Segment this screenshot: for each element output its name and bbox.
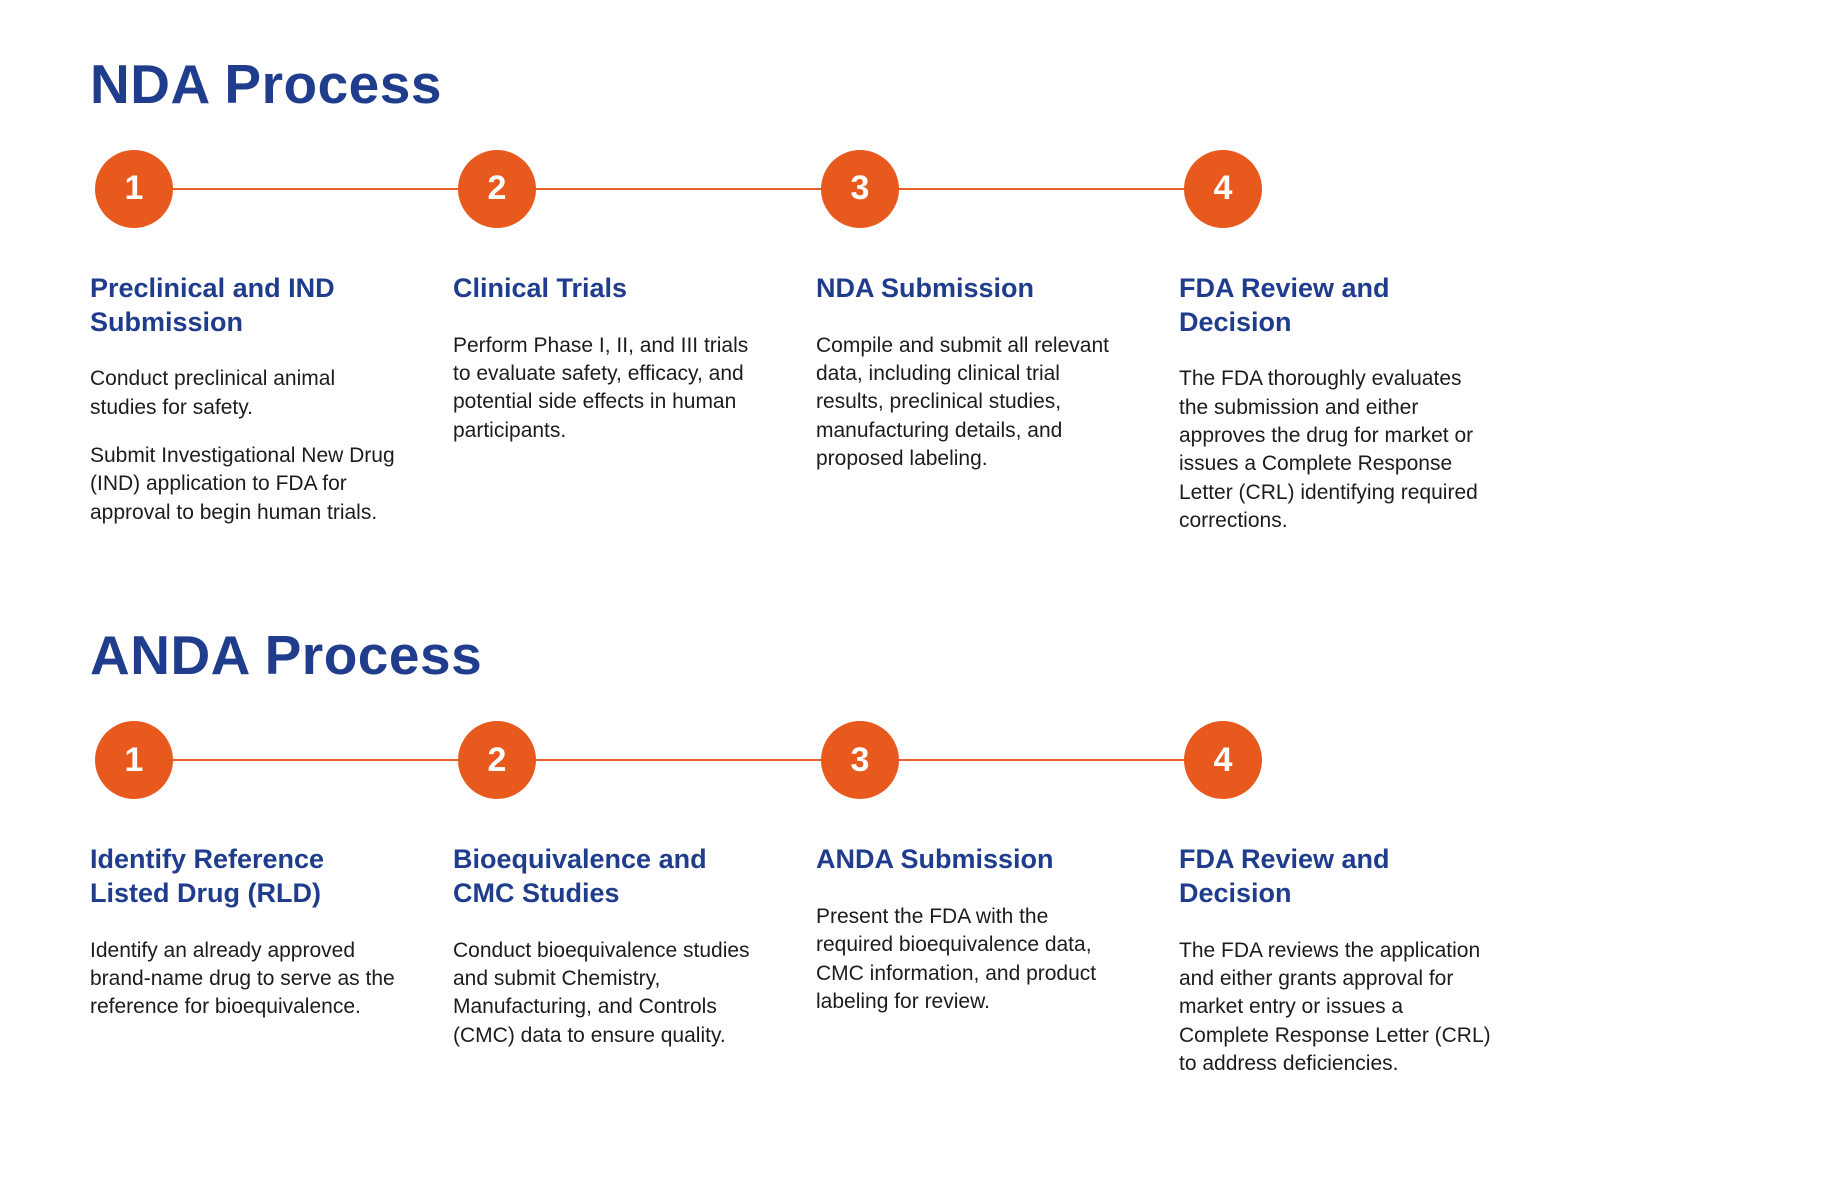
step-title: Bioequivalence and CMC Studies — [453, 844, 707, 908]
step-description: The FDA reviews the application and eith… — [1179, 938, 1491, 1075]
step-description: Submit Investigational New Drug (IND) ap… — [90, 443, 395, 524]
step-column: Bioequivalence and CMC Studies Conduct b… — [453, 843, 816, 1078]
step-description: Compile and submit all relevant data, in… — [816, 333, 1109, 470]
anda-timeline: 1 2 3 4 — [90, 721, 1828, 800]
step-column: Clinical Trials Perform Phase I, II, and… — [453, 272, 816, 536]
step-description: Present the FDA with the required bioequ… — [816, 904, 1097, 1013]
step-number-circle: 4 — [1184, 721, 1262, 800]
step-description: Perform Phase I, II, and III trials to e… — [453, 333, 749, 442]
step-title: Clinical Trials — [453, 272, 628, 303]
anda-process-section: ANDA Process 1 2 3 4 Identify Reference … — [90, 627, 1828, 1078]
step-title: ANDA Submission — [816, 844, 1054, 875]
nda-process-section: NDA Process 1 2 3 4 Preclinical and IND … — [90, 53, 1828, 536]
step-number-circle: 2 — [458, 721, 536, 800]
timeline-connector — [134, 759, 1223, 762]
step-column: ANDA Submission Present the FDA with the… — [816, 843, 1179, 1078]
step-column: FDA Review and Decision The FDA thorough… — [1179, 272, 1542, 536]
step-column: Identify Reference Listed Drug (RLD) Ide… — [90, 843, 453, 1078]
step-number-circle: 1 — [95, 149, 173, 228]
step-title: Preclinical and IND Submission — [90, 272, 335, 337]
step-number-circle: 4 — [1184, 149, 1262, 228]
step-description: Identify an already approved brand-name … — [90, 938, 395, 1019]
step-description: Conduct bioequivalence studies and submi… — [453, 938, 750, 1047]
step-title: FDA Review and Decision — [1179, 272, 1390, 337]
step-title: NDA Submission — [816, 272, 1035, 303]
step-description: The FDA thoroughly evaluates the submiss… — [1179, 367, 1478, 532]
anda-steps: Identify Reference Listed Drug (RLD) Ide… — [90, 843, 1828, 1078]
step-number-circle: 1 — [95, 721, 173, 800]
step-title: Identify Reference Listed Drug (RLD) — [90, 844, 325, 908]
step-title: FDA Review and Decision — [1179, 844, 1390, 908]
nda-timeline: 1 2 3 4 — [90, 149, 1828, 228]
step-column: FDA Review and Decision The FDA reviews … — [1179, 843, 1542, 1078]
nda-steps: Preclinical and IND Submission Conduct p… — [90, 272, 1828, 536]
step-description: Conduct preclinical animal studies for s… — [90, 367, 336, 419]
section-title-anda: ANDA Process — [90, 624, 483, 687]
step-number-circle: 2 — [458, 149, 536, 228]
timeline-connector — [134, 187, 1223, 190]
section-title-nda: NDA Process — [90, 53, 442, 115]
step-number-circle: 3 — [821, 721, 899, 800]
step-column: NDA Submission Compile and submit all re… — [816, 272, 1179, 536]
step-column: Preclinical and IND Submission Conduct p… — [90, 272, 453, 536]
step-number-circle: 3 — [821, 149, 899, 228]
